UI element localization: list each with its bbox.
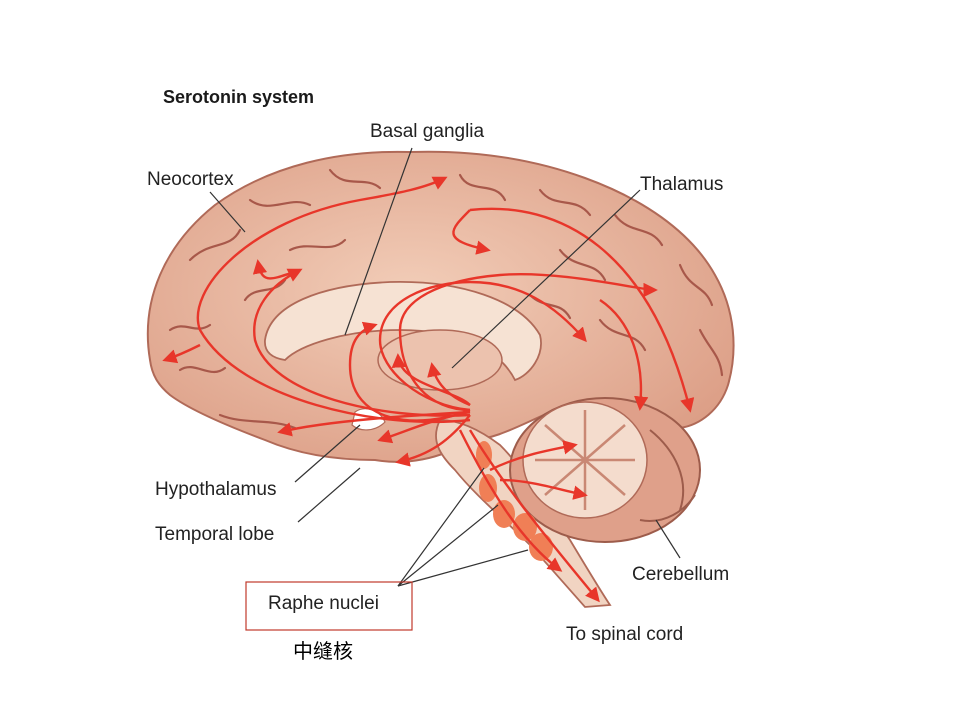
label-cerebellum: Cerebellum xyxy=(632,564,729,585)
label-neocortex: Neocortex xyxy=(147,169,234,190)
annotation-raphe-chinese: 中缝核 xyxy=(293,639,353,663)
cerebellum-shape xyxy=(510,398,700,542)
label-temporal-lobe: Temporal lobe xyxy=(155,524,274,545)
label-thalamus: Thalamus xyxy=(640,174,723,195)
label-raphe-nuclei: Raphe nuclei xyxy=(268,593,379,614)
label-hypothalamus: Hypothalamus xyxy=(155,479,276,500)
diagram-title: Serotonin system xyxy=(163,87,314,107)
label-basal-ganglia: Basal ganglia xyxy=(370,121,485,142)
label-spinal-cord: To spinal cord xyxy=(566,624,683,645)
